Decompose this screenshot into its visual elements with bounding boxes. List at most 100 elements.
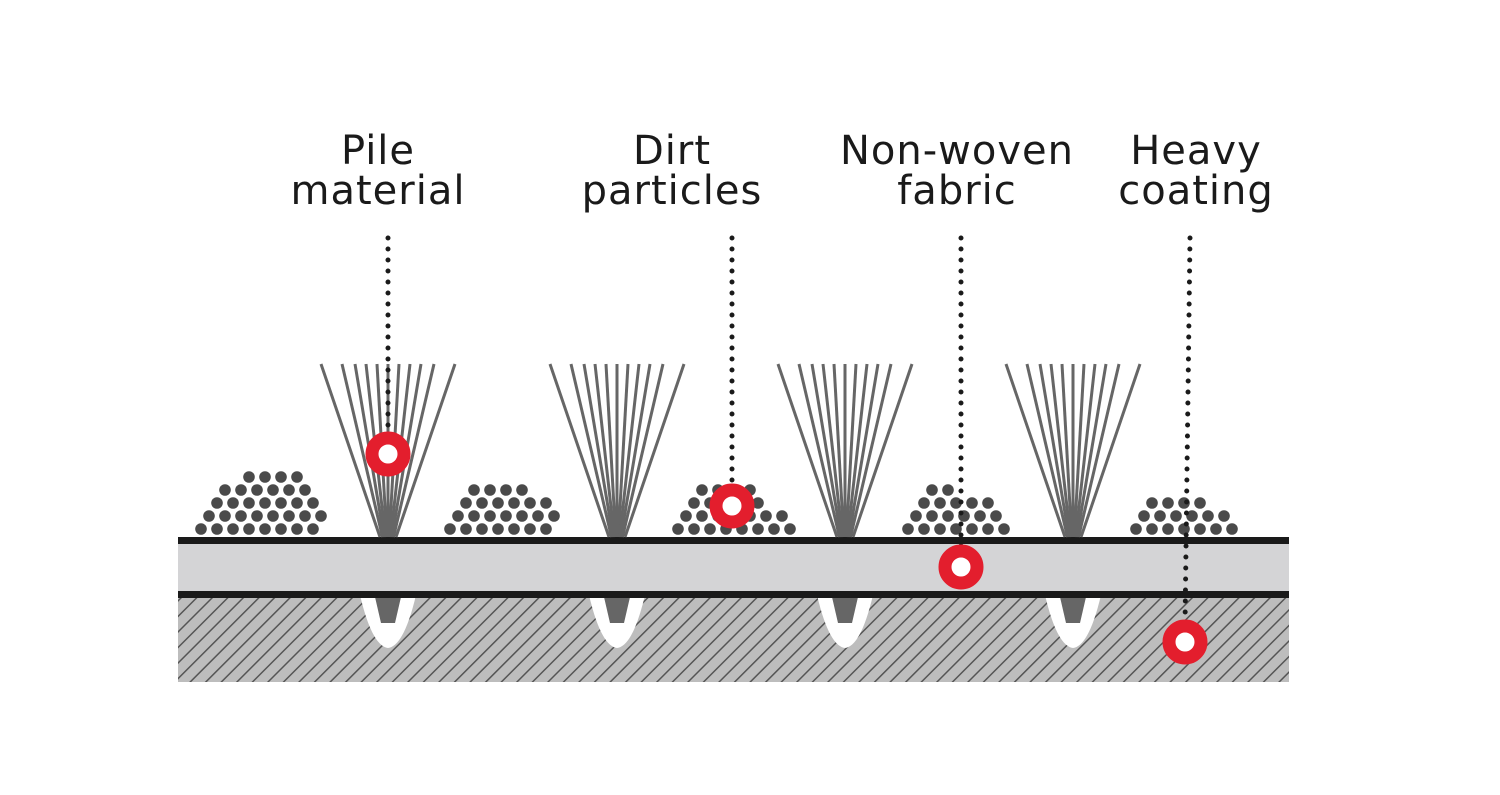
pile-fiber bbox=[1079, 363, 1142, 538]
dirt-particle bbox=[760, 510, 772, 522]
dirt-particle bbox=[211, 497, 223, 509]
dirt-particle bbox=[468, 510, 480, 522]
dirt-particle bbox=[500, 484, 512, 496]
dirt-particle bbox=[784, 523, 796, 535]
dirt-particle bbox=[1210, 523, 1222, 535]
dirt-particle bbox=[776, 510, 788, 522]
dirt-particle bbox=[768, 523, 780, 535]
dirt-particle bbox=[484, 510, 496, 522]
dirt-particle bbox=[492, 497, 504, 509]
dirt-particle bbox=[966, 523, 978, 535]
dirt-particle bbox=[307, 497, 319, 509]
dirt-particle bbox=[291, 523, 303, 535]
pile-tuft-4 bbox=[1004, 363, 1142, 538]
dirt-particle bbox=[998, 523, 1010, 535]
marker-pile-material bbox=[365, 431, 411, 477]
dirt-particle bbox=[259, 523, 271, 535]
dirt-particle bbox=[275, 523, 287, 535]
callout-markers bbox=[365, 431, 1208, 665]
dirt-particle bbox=[966, 497, 978, 509]
pile-fiber bbox=[340, 363, 384, 538]
dirt-particle bbox=[1194, 523, 1206, 535]
pile-fiber bbox=[1049, 363, 1072, 538]
pile-fiber bbox=[618, 363, 641, 538]
dirt-particle bbox=[680, 510, 692, 522]
label-dirt-particles-line1: Dirt bbox=[632, 128, 712, 174]
pile-fiber bbox=[619, 363, 652, 538]
marker-dirt-particles bbox=[709, 483, 755, 529]
dirt-particle bbox=[1146, 523, 1158, 535]
pile-fiber bbox=[847, 363, 880, 538]
dirt-particle bbox=[934, 497, 946, 509]
dirt-particle bbox=[974, 510, 986, 522]
tuft-root-3 bbox=[832, 597, 858, 623]
dirt-particle bbox=[299, 510, 311, 522]
dirt-mound-2 bbox=[444, 484, 560, 535]
pile-fiber bbox=[548, 363, 611, 538]
dirt-mound-1 bbox=[195, 471, 327, 535]
callout-leaders bbox=[385, 235, 1193, 629]
pile-fiber bbox=[849, 363, 893, 538]
dirt-particle bbox=[243, 471, 255, 483]
dirt-particle bbox=[460, 523, 472, 535]
dirt-particle bbox=[1154, 510, 1166, 522]
label-non-woven-fabric-line2: fabric bbox=[897, 168, 1017, 214]
dirt-particle bbox=[476, 523, 488, 535]
dirt-particle bbox=[484, 484, 496, 496]
dirt-particle bbox=[1202, 510, 1214, 522]
dirt-particle bbox=[696, 484, 708, 496]
dirt-particle bbox=[267, 510, 279, 522]
dirt-particle bbox=[259, 497, 271, 509]
dirt-particle bbox=[532, 510, 544, 522]
pile-fiber bbox=[821, 363, 844, 538]
dirt-particle bbox=[902, 523, 914, 535]
tuft-root-1 bbox=[375, 597, 401, 623]
label-heavy-coating-line2: coating bbox=[1118, 168, 1274, 214]
dirt-particle bbox=[500, 510, 512, 522]
dirt-particle bbox=[1130, 523, 1142, 535]
pile-fiber bbox=[582, 363, 615, 538]
pile-fiber bbox=[623, 363, 686, 538]
dirt-particle bbox=[688, 497, 700, 509]
dirt-particle bbox=[524, 523, 536, 535]
dirt-particle bbox=[950, 523, 962, 535]
pile-fiber bbox=[1072, 363, 1086, 538]
dirt-particle bbox=[307, 523, 319, 535]
pile-fiber bbox=[593, 363, 616, 538]
dirt-particle bbox=[672, 523, 684, 535]
dirt-particle bbox=[752, 497, 764, 509]
dirt-particle bbox=[203, 510, 215, 522]
dirt-particle bbox=[1162, 523, 1174, 535]
dirt-particle bbox=[982, 523, 994, 535]
pile-fiber bbox=[616, 363, 630, 538]
pile-fiber bbox=[1077, 363, 1121, 538]
dirt-particle bbox=[452, 510, 464, 522]
pile-fiber bbox=[1060, 363, 1074, 538]
dirt-particle bbox=[1162, 497, 1174, 509]
dirt-particle bbox=[540, 523, 552, 535]
dirt-particle bbox=[275, 497, 287, 509]
label-pile-material: Pile material bbox=[228, 131, 528, 211]
dirt-particle bbox=[211, 523, 223, 535]
dirt-particle bbox=[315, 510, 327, 522]
dirt-particle bbox=[251, 510, 263, 522]
dirt-particle bbox=[243, 523, 255, 535]
pile-fiber bbox=[832, 363, 846, 538]
fabric-top-edge bbox=[178, 537, 1289, 544]
pile-fiber bbox=[392, 363, 436, 538]
dirt-particle bbox=[1146, 497, 1158, 509]
dirt-particle bbox=[235, 484, 247, 496]
dirt-particle bbox=[267, 484, 279, 496]
dirt-particle bbox=[982, 497, 994, 509]
marker-non-woven-fabric bbox=[938, 544, 984, 590]
dirt-particle bbox=[934, 523, 946, 535]
heavy-coating-layer bbox=[178, 595, 1289, 682]
pile-fiber bbox=[1038, 363, 1071, 538]
pile-fiber bbox=[1025, 363, 1069, 538]
dirt-particle bbox=[752, 523, 764, 535]
dirt-particle bbox=[219, 510, 231, 522]
dirt-particle bbox=[283, 484, 295, 496]
non-woven-fabric-layer bbox=[178, 541, 1289, 595]
dirt-particle bbox=[926, 510, 938, 522]
